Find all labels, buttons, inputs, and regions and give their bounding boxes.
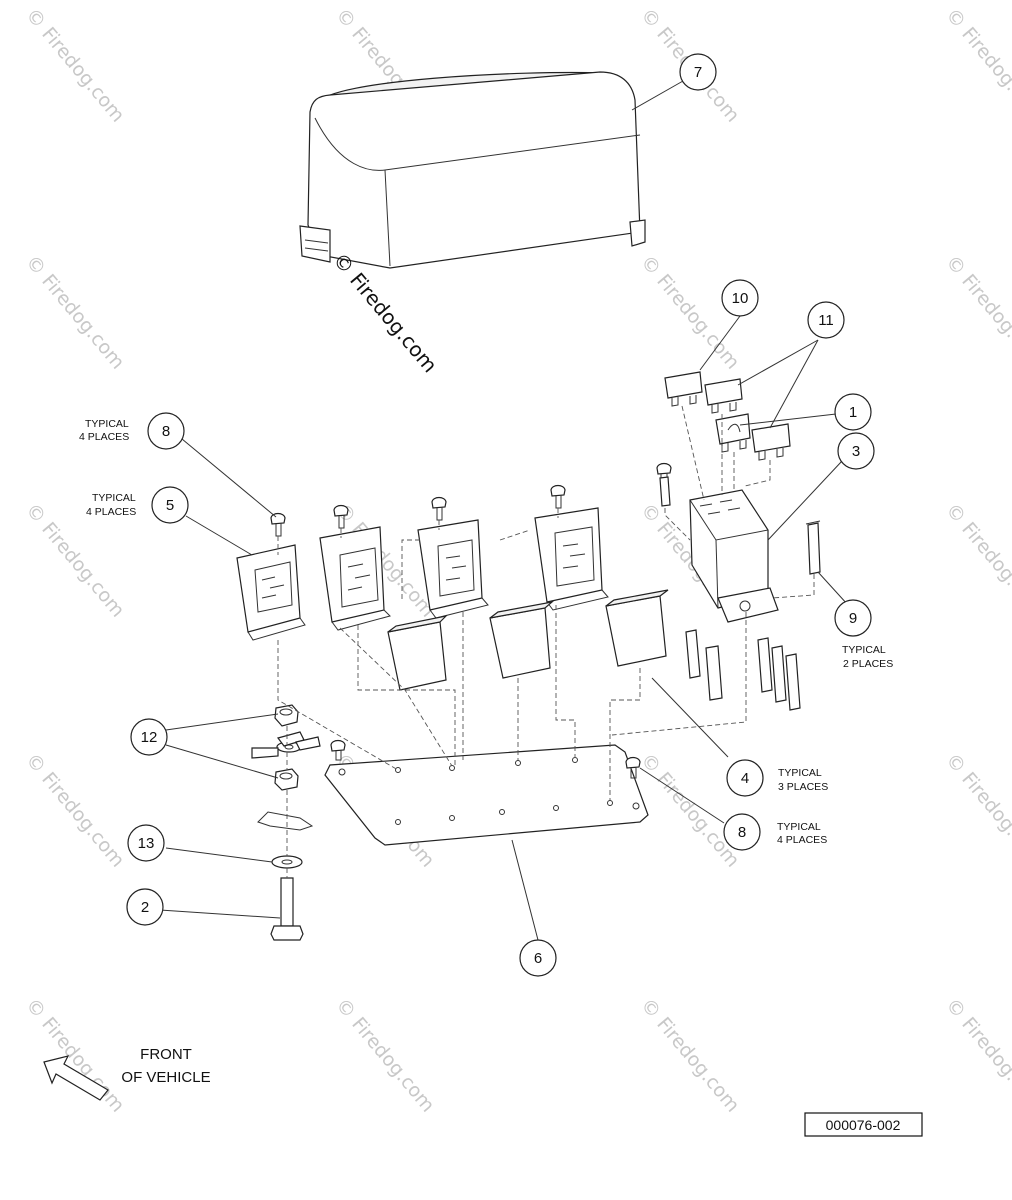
nut-part-12 (274, 704, 299, 727)
note-typical-3-places: TYPICAL 3 PLACES (778, 767, 828, 793)
front-of-vehicle-indicator: FRONT OF VEHICLE (43, 1046, 211, 1101)
callout-6: 6 (519, 939, 557, 977)
watermark: © Firedog.com (941, 499, 1012, 621)
push-rivet-part-8 (333, 504, 349, 529)
fuse-part-10 (664, 371, 703, 407)
clip (257, 811, 314, 831)
assembly-lines (277, 405, 815, 878)
push-rivet-part-8 (330, 739, 346, 761)
drawing-number: 000076-002 (804, 1112, 923, 1137)
relay-part-4 (489, 601, 555, 679)
cover-part-7 (299, 71, 646, 269)
note-typical-4-places: TYPICAL 4 PLACES (79, 418, 129, 443)
ring-terminals (251, 731, 321, 759)
svg-text:10: 10 (732, 290, 749, 307)
watermark: © Firedog.com (636, 994, 744, 1116)
fuse-part-11 (704, 378, 743, 414)
fuse-part-11 (751, 423, 791, 461)
push-rivet-part-8 (431, 496, 447, 521)
push-rivet-part-8 (625, 756, 641, 779)
callout-9: 9 (834, 599, 872, 637)
svg-text:TYPICAL: TYPICAL (777, 821, 821, 833)
svg-text:9: 9 (849, 610, 857, 627)
callout-3: 3 (837, 432, 875, 470)
callout-7: 7 (679, 53, 717, 91)
callout-8: 8 (147, 412, 185, 450)
callout-8: 8 (723, 813, 761, 851)
bolt-part-2 (270, 877, 304, 941)
watermark: © Firedog.com (941, 251, 1012, 373)
relay-socket-part-5 (236, 544, 306, 641)
pin-part-9 (659, 476, 671, 507)
relay-socket-part-5 (534, 507, 609, 611)
watermark: © Firedog.com (21, 251, 129, 373)
callout-12: 12 (130, 718, 168, 756)
svg-text:TYPICAL: TYPICAL (92, 492, 136, 504)
svg-text:4: 4 (741, 770, 749, 787)
watermark: © Firedog.com (21, 994, 129, 1116)
relay-socket-part-5 (319, 526, 391, 631)
note-typical-2-places: TYPICAL 2 PLACES (842, 644, 893, 670)
nut-part-12 (274, 768, 299, 791)
svg-text:6: 6 (534, 950, 542, 967)
push-rivet-part-8 (550, 484, 566, 509)
watermark: © Firedog.com (21, 749, 129, 871)
callout-11: 11 (807, 301, 845, 339)
watermark: © Firedog.com (331, 994, 439, 1116)
svg-text:3 PLACES: 3 PLACES (778, 781, 828, 793)
callout-5: 5 (151, 486, 189, 524)
svg-text:5: 5 (166, 497, 174, 514)
svg-text:2: 2 (141, 899, 149, 916)
callout-10: 10 (721, 279, 759, 317)
base-plate-part-6 (324, 744, 649, 846)
svg-text:000076-002: 000076-002 (826, 1117, 901, 1133)
front-arrow-icon (43, 1055, 109, 1101)
note-typical-4-places: TYPICAL 4 PLACES (86, 492, 136, 518)
svg-text:13: 13 (138, 835, 155, 852)
callout-1: 1 (834, 393, 872, 431)
callout-4: 4 (726, 759, 764, 797)
svg-text:12: 12 (141, 729, 158, 746)
svg-text:TYPICAL: TYPICAL (778, 767, 822, 779)
svg-text:1: 1 (849, 404, 857, 421)
watermark: © Firedog.com (636, 749, 744, 871)
leader-lines (159, 80, 849, 941)
watermark: © Firedog.com (941, 749, 1012, 871)
callout-2: 2 (126, 888, 164, 926)
svg-text:4 PLACES: 4 PLACES (86, 506, 136, 518)
note-typical-4-places: TYPICAL 4 PLACES (777, 821, 827, 846)
callout-13: 13 (127, 824, 165, 862)
fuse-part-1 (715, 413, 751, 453)
svg-text:7: 7 (694, 64, 702, 81)
push-rivet-part-8 (270, 512, 286, 537)
terminals (685, 629, 801, 711)
svg-text:2 PLACES: 2 PLACES (843, 658, 893, 670)
svg-text:8: 8 (162, 423, 170, 440)
fuse-block-part-3 (689, 489, 779, 623)
svg-text:11: 11 (818, 312, 834, 329)
relay-socket-part-5 (417, 519, 489, 619)
watermark: © Firedog.com (941, 4, 1012, 126)
svg-text:4 PLACES: 4 PLACES (79, 431, 129, 443)
watermark: © Firedog.com (941, 994, 1012, 1116)
watermark: © Firedog.com (636, 251, 744, 373)
relay-part-4 (605, 589, 669, 667)
svg-text:TYPICAL: TYPICAL (842, 644, 886, 656)
svg-text:8: 8 (738, 824, 746, 841)
pin-part-9 (805, 520, 821, 575)
svg-text:4 PLACES: 4 PLACES (777, 834, 827, 846)
front-label: OF VEHICLE (121, 1069, 210, 1086)
svg-text:TYPICAL: TYPICAL (85, 418, 129, 430)
front-label: FRONT (140, 1046, 192, 1063)
relay-part-4 (387, 615, 448, 691)
watermark: © Firedog.com (21, 4, 129, 126)
svg-text:3: 3 (852, 443, 860, 460)
washer-part-13 (271, 855, 303, 869)
